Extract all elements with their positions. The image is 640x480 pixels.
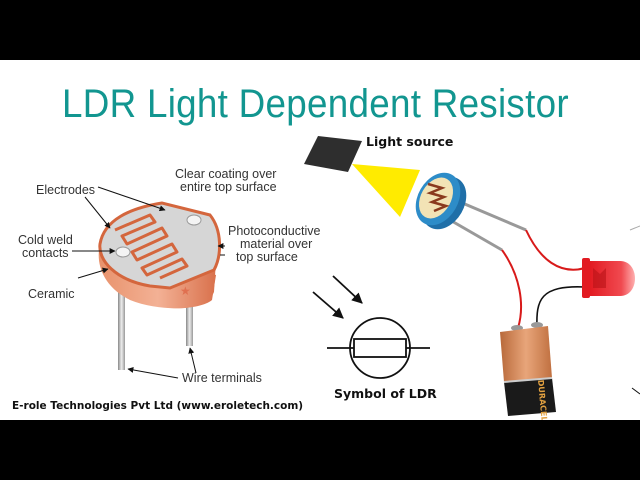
label-photoconductive-3: top surface — [236, 250, 298, 264]
ldr-construction-illustration: ★ — [98, 201, 221, 370]
battery-terminal-2 — [531, 322, 543, 328]
wire-red-ldr-battery — [501, 249, 523, 329]
label-clear-coating-1: Clear coating over — [175, 167, 276, 181]
edge-mark-2 — [631, 387, 640, 395]
footer-credit: E-role Technologies Pvt Ltd (www.erolete… — [12, 400, 304, 412]
light-beam — [352, 164, 420, 217]
arrow-electrodes-2 — [84, 196, 111, 229]
led-illustration — [582, 258, 635, 298]
star-mark-icon: ★ — [180, 284, 191, 298]
label-light-source: Light source — [366, 134, 453, 149]
lamp-icon — [304, 136, 362, 172]
wire-terminal-right — [186, 288, 193, 346]
arrow-wire-terminal-1 — [127, 367, 179, 379]
battery-body-black — [504, 378, 556, 416]
circuit-wires — [501, 229, 586, 329]
contact-right — [186, 214, 202, 226]
light-source-illustration — [304, 136, 420, 217]
ldr-component — [415, 172, 527, 252]
slide: LDR Light Dependent Resistor — [0, 60, 640, 420]
light-arrow-1-icon — [312, 291, 344, 319]
electrode-pattern — [114, 213, 189, 280]
wire-red-ldr-led — [525, 229, 586, 271]
label-cold-weld-2: contacts — [22, 246, 69, 260]
symbol-caption: Symbol of LDR — [334, 386, 437, 401]
wire-black-battery-led — [536, 286, 586, 329]
arrow-wire-terminal-2 — [188, 347, 197, 374]
ldr-lead-1 — [459, 200, 527, 232]
ldr-lead-2 — [449, 218, 503, 252]
arrow-ceramic — [77, 267, 109, 279]
photoconductive-surface — [98, 201, 221, 290]
battery-brand: DURACELL — [536, 379, 549, 420]
symbol-resistor — [353, 338, 407, 358]
label-wire-terminals: Wire terminals — [182, 371, 262, 385]
ldr-symbol — [312, 275, 430, 379]
light-arrow-2-icon — [332, 275, 363, 304]
contact-left — [115, 246, 131, 258]
diagram-canvas: ★ Clear coating over entire top surface … — [18, 134, 640, 420]
annotation-arrows — [72, 186, 225, 379]
battery-top-copper — [500, 326, 552, 382]
label-ceramic: Ceramic — [28, 287, 75, 301]
symbol-circle — [349, 317, 411, 379]
label-clear-coating-2: entire top surface — [180, 180, 277, 194]
wire-terminal-left — [118, 292, 125, 370]
title-text: LDR Light Dependent Resistor — [61, 82, 569, 126]
arrow-electrodes-1 — [97, 186, 166, 212]
ldr-track — [426, 182, 450, 213]
label-cold-weld-1: Cold weld — [18, 233, 73, 247]
battery-illustration: DURACELL — [500, 322, 556, 420]
label-photoconductive-1: Photoconductive — [228, 224, 320, 238]
label-electrodes: Electrodes — [36, 183, 95, 197]
page-title: LDR Light Dependent Resistor — [0, 82, 640, 127]
edge-mark — [629, 225, 640, 231]
label-photoconductive-2: material over — [240, 237, 312, 251]
